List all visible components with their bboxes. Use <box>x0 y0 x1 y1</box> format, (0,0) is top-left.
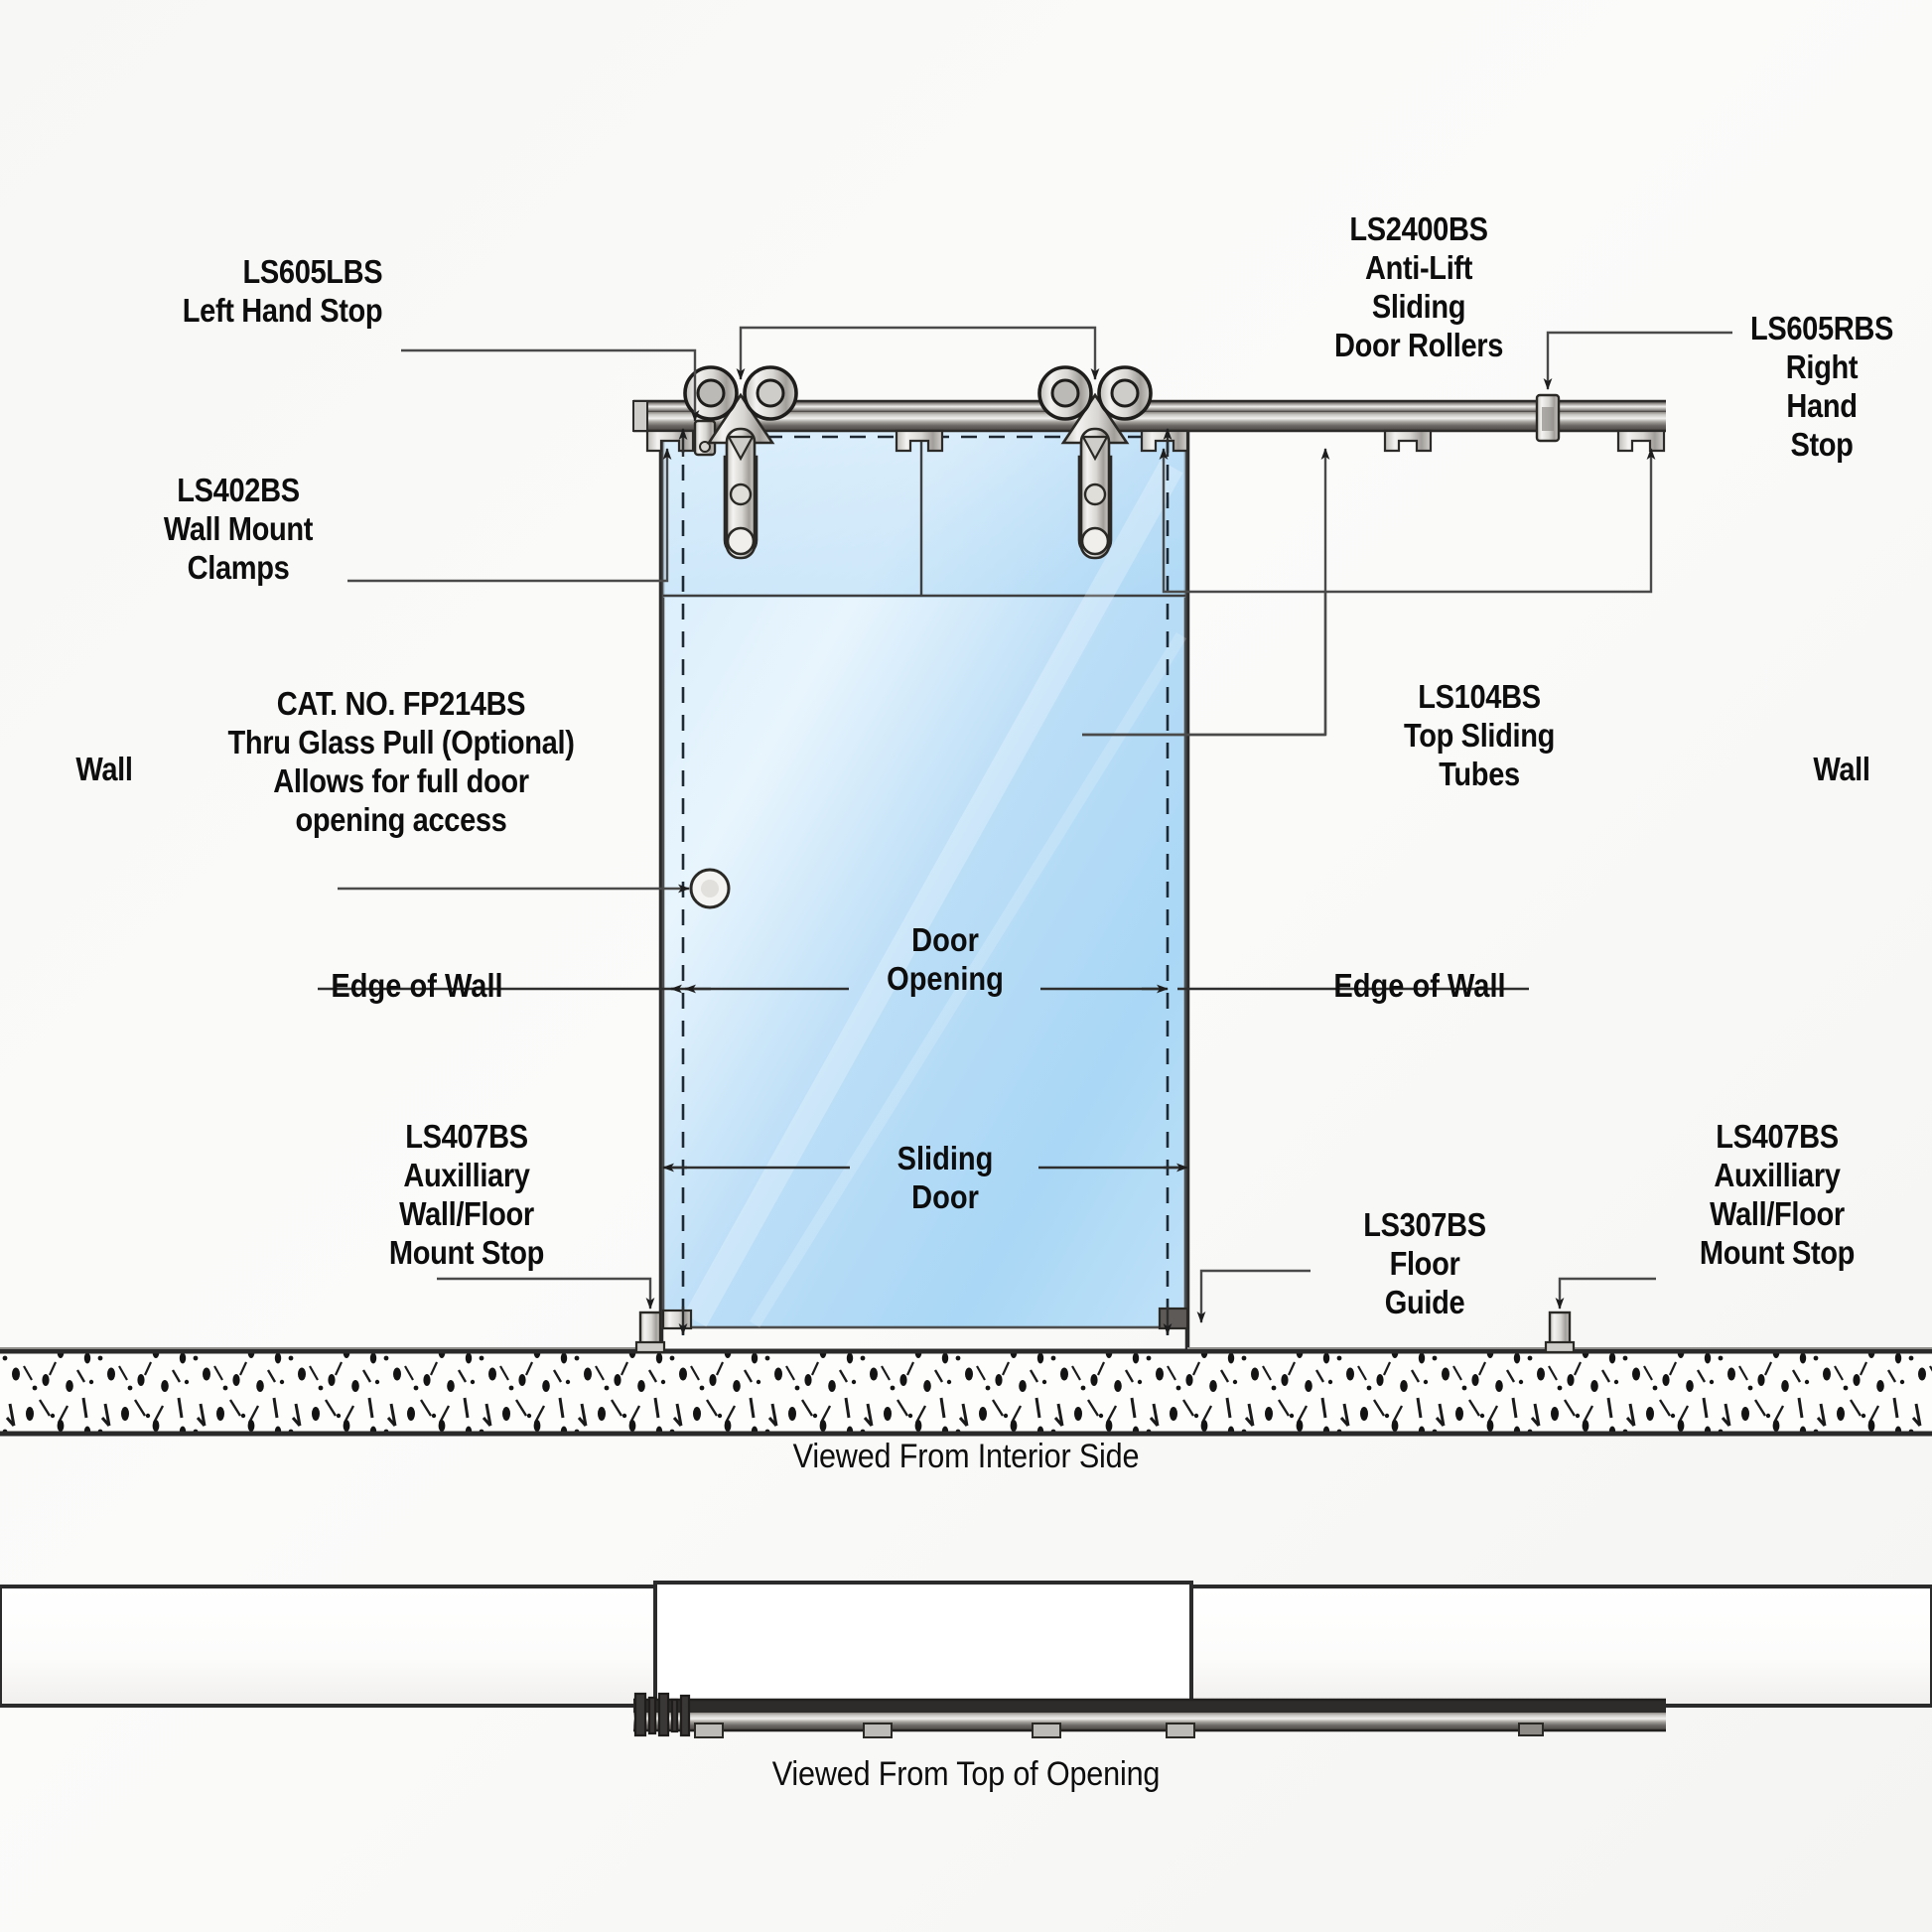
callout-thru-glass-pull: CAT. NO. FP214BS Thru Glass Pull (Option… <box>227 685 575 838</box>
leader-lines <box>338 326 1732 1323</box>
right-hand-stop-collar <box>1535 393 1561 443</box>
callout-wall-mount-clamps: LS402BS Wall Mount Clamps <box>163 472 314 586</box>
callout-floor-guide: LS307BS Floor Guide <box>1363 1206 1486 1320</box>
floor-guide-left <box>661 1309 693 1330</box>
dim-label-edge-of-wall-right: Edge of Wall <box>1333 967 1506 1004</box>
anti-lift-roller-assembly-right <box>1037 365 1153 560</box>
label-wall-left: Wall <box>75 751 133 787</box>
floor-guide-right <box>1158 1307 1189 1330</box>
callout-aux-stop-right: LS407BS Auxilliary Wall/Floor Mount Stop <box>1699 1118 1856 1271</box>
leader-left-hand-stop <box>401 348 700 422</box>
leader-rollers-right <box>1072 326 1100 380</box>
anti-lift-roller-assembly-left <box>683 365 798 560</box>
dim-label-sliding-door: Sliding Door <box>897 1140 994 1215</box>
callout-right-hand-stop: LS605RBS Right Hand Stop <box>1749 310 1894 463</box>
callout-anti-lift-rollers: LS2400BS Anti-Lift Sliding Door Rollers <box>1333 210 1504 363</box>
leader-rollers-left <box>736 326 1072 380</box>
leader-wall-mount-clamps <box>347 448 672 583</box>
dim-label-door-opening: Door Opening <box>887 921 1004 997</box>
dim-label-edge-of-wall-left: Edge of Wall <box>331 967 503 1004</box>
callout-aux-stop-left: LS407BS Auxilliary Wall/Floor Mount Stop <box>388 1118 545 1271</box>
leader-tubes-far-right <box>1325 448 1656 594</box>
wall-mount-clamp-group <box>645 429 1666 453</box>
leader-aux-stop-left <box>437 1277 655 1310</box>
leader-tubes-mid <box>1159 448 1325 594</box>
leader-floor-guide <box>1196 1269 1311 1323</box>
aux-wall-floor-stop-right <box>1544 1311 1576 1354</box>
leader-aux-stop-right <box>1555 1277 1656 1310</box>
caption-plan: Viewed From Top of Opening <box>771 1755 1161 1793</box>
callout-top-sliding-tubes: LS104BS Top Sliding Tubes <box>1403 678 1556 792</box>
plan-view <box>0 1581 1932 1738</box>
dimension-lines <box>318 428 1529 1335</box>
concrete-floor <box>0 1348 1932 1437</box>
thru-glass-pull <box>689 868 731 909</box>
label-wall-right: Wall <box>1813 751 1870 787</box>
aux-wall-floor-stop-left <box>634 1311 666 1354</box>
caption-elevation: Viewed From Interior Side <box>792 1438 1140 1475</box>
callout-left-hand-stop: LS605LBS Left Hand Stop <box>182 253 383 329</box>
leader-right-hand-stop <box>1543 331 1732 390</box>
